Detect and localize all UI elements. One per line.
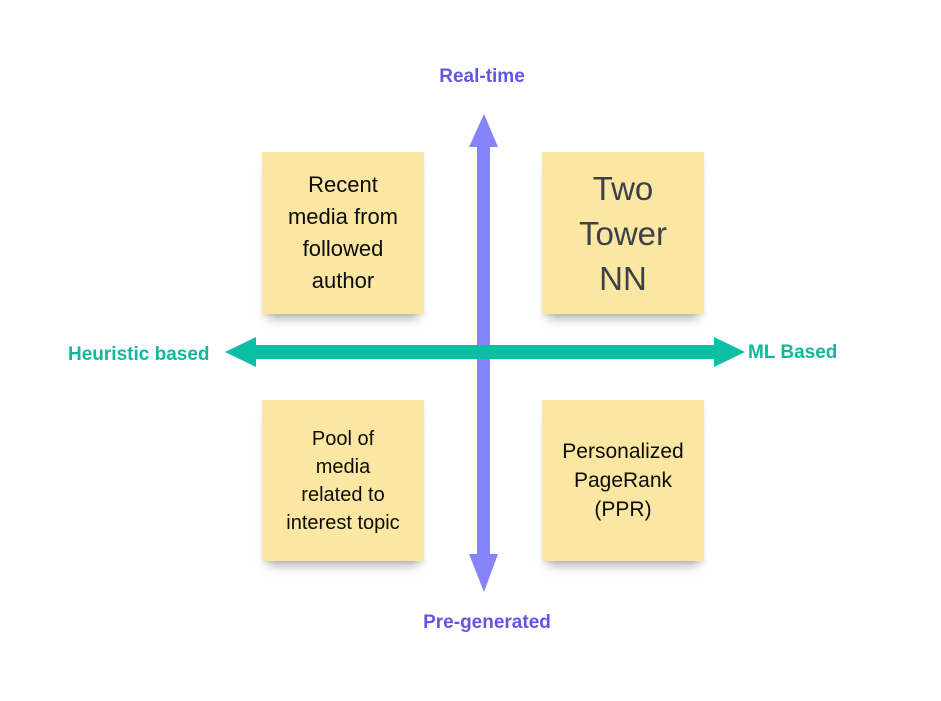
right-arrowhead-icon — [714, 337, 745, 367]
horizontal-axis-shaft — [248, 345, 716, 359]
axis-label-ml-based: ML Based — [748, 342, 838, 363]
axis-label-real-time: Real-time — [439, 66, 525, 87]
sticky-note-top-right-text: Two Tower NN — [578, 169, 668, 297]
sticky-note-top-left-text: Recent media from followed author — [287, 172, 399, 293]
axis-label-pre-generated: Pre-generated — [423, 612, 551, 633]
sticky-note-top-right: Two Tower NN — [542, 152, 704, 314]
left-arrowhead-icon — [225, 337, 256, 367]
horizontal-axis-arrow — [225, 337, 745, 367]
axis-label-heuristic-based: Heuristic based — [68, 344, 210, 365]
sticky-note-bottom-left-text: Pool of media related to interest topic — [286, 427, 400, 534]
sticky-note-bottom-right-text: Personalized PageRank (PPR) — [562, 440, 684, 521]
sticky-note-bottom-right: Personalized PageRank (PPR) — [542, 400, 704, 561]
up-arrowhead-icon — [469, 114, 498, 147]
down-arrowhead-icon — [469, 554, 498, 592]
sticky-note-bottom-left: Pool of media related to interest topic — [262, 400, 424, 561]
sticky-note-top-left: Recent media from followed author — [262, 152, 424, 314]
